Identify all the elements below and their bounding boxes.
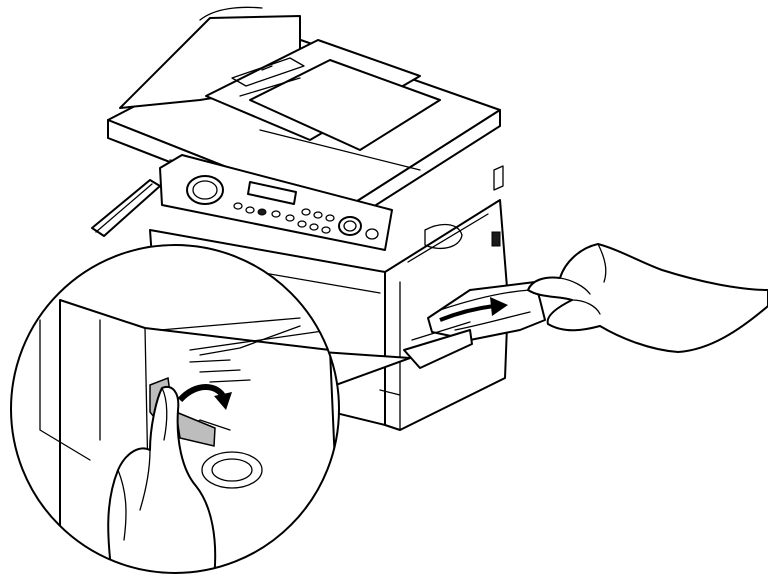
- hand-icon: [527, 243, 768, 353]
- jammed-paper: [403, 281, 546, 369]
- control-panel: [159, 154, 393, 251]
- zoom-circle: [10, 244, 340, 574]
- arrow-icon: [439, 297, 508, 322]
- zoom-detail: [11, 245, 339, 573]
